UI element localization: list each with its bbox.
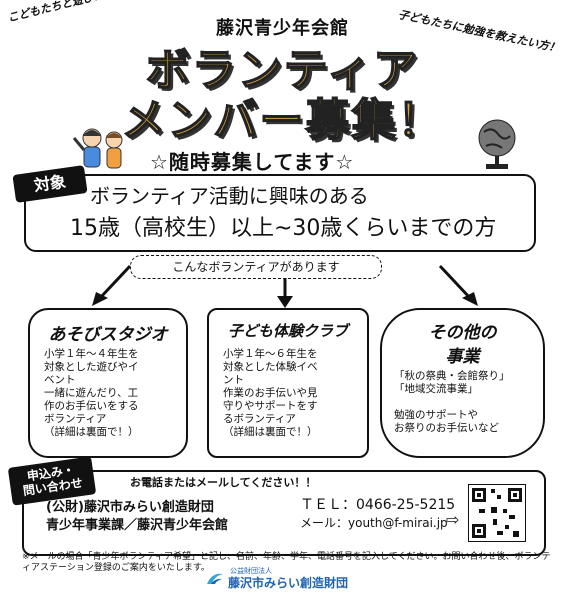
- card-body: 「秋の祭典・会館祭り」 「地域交流事業」 勉強のサポートや お祭りのお手伝いなど: [394, 370, 510, 434]
- target-line-1: ボランティア活動に興味のある: [90, 184, 369, 208]
- globe-illustration: [478, 119, 516, 169]
- recruiting-tagline: ☆随時募集してます☆: [150, 150, 355, 174]
- org-name: (公財)藤沢市みらい創造財団: [46, 500, 214, 515]
- card-kodomo-taiken-club: 子ども体験クラブ 小学１年～６年生を 対象とした体験イベ ント 作業のお手伝いや…: [207, 308, 369, 458]
- children-illustration: [72, 128, 123, 169]
- venue-name: 藤沢青少年会館: [216, 18, 349, 39]
- banner-line-2: メンバー募集！: [121, 95, 444, 147]
- email-address[interactable]: メール：youth@f-mirai.jp: [300, 516, 448, 530]
- department-name: 青少年事業課／藤沢青少年会館: [46, 518, 229, 533]
- volunteer-types-intro: こんなボランティアがあります: [130, 255, 382, 279]
- banner-line-1: ボランティア: [145, 45, 420, 97]
- logo-subtitle: 公益財団法人: [230, 567, 272, 575]
- phone-number[interactable]: ＴＥＬ：0466-25-5215: [300, 497, 456, 513]
- foundation-logo-name: 藤沢市みらい創造財団: [228, 576, 349, 590]
- qr-code[interactable]: [468, 484, 526, 542]
- branch-arrows: [92, 264, 478, 308]
- card-body: 小学１年～４年生を 対象とした遊びやイ ベント 一緒に遊んだり、工 作のお手伝い…: [44, 348, 139, 438]
- card-title: 子ども体験クラブ: [227, 322, 348, 340]
- card-title: あそびスタジオ: [48, 325, 168, 345]
- foundation-logo-icon: [207, 573, 223, 584]
- target-line-2: 15歳（高校生）以上~30歳くらいまでの方: [70, 216, 497, 241]
- footnote: ※メールの場合「青少年ボランティア希望」と記し、名前、年齢、学年、電話番号を記入…: [22, 552, 551, 573]
- target-box: [24, 174, 536, 252]
- contact-box: [22, 470, 546, 556]
- card-title: その他の: [428, 323, 497, 343]
- card-asobi-studio: あそびスタジオ 小学１年～４年生を 対象とした遊びやイ ベント 一緒に遊んだり、…: [28, 308, 188, 458]
- card-other-events: その他の 事業 「秋の祭典・会館祭り」 「地域交流事業」 勉強のサポートや お祭…: [380, 308, 545, 458]
- card-body: 小学１年～６年生を 対象とした体験イベ ント 作業のお手伝いや見 守りやサポート…: [223, 348, 318, 438]
- card-title-line-2: 事業: [445, 347, 480, 367]
- contact-intro: お電話またはメールしてください！！: [130, 476, 317, 489]
- arrow-to-qr-icon: ⇨: [446, 510, 460, 529]
